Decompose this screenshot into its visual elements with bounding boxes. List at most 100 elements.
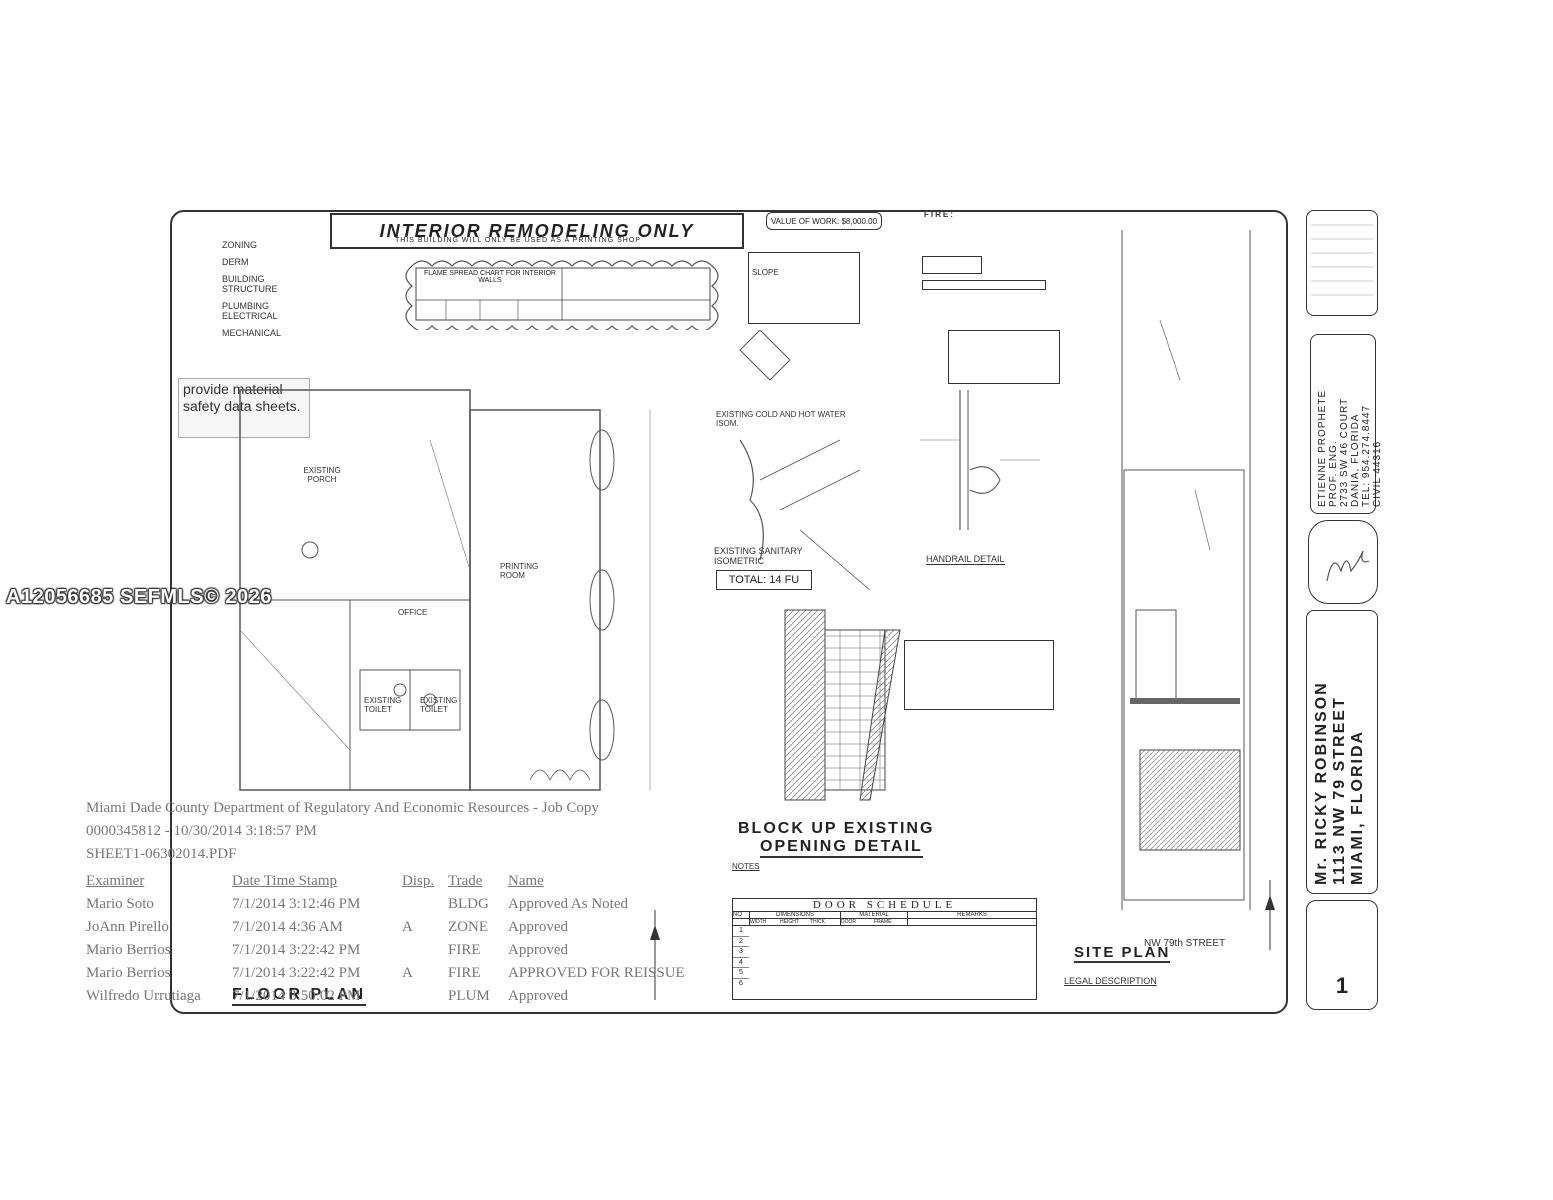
- door-row: 6: [739, 979, 743, 987]
- block-up-notes-label: NOTES: [732, 862, 760, 871]
- stamp-date: 7/1/2014 3:22:42 PM: [232, 942, 361, 958]
- door-row: 3: [733, 947, 749, 958]
- block-up-note-box: [904, 640, 1054, 710]
- owner-info: Mr. RICKY ROBINSON 1113 NW 79 STREET MIA…: [1313, 623, 1367, 885]
- door-schedule-rows: 1 2 3 4 5 6: [733, 926, 1036, 988]
- stamp-examiner: Mario Berrios: [86, 942, 171, 958]
- door-sub-thick: THICK: [810, 919, 841, 925]
- label-existing-toilet-2: EXISTING TOILET: [420, 696, 458, 714]
- code-item-structure: STRUCTURE: [222, 284, 278, 294]
- flame-spread-title: FLAME SPREAD CHART FOR INTERIOR WALLS: [424, 270, 556, 284]
- block-up-title-line1: BLOCK UP EXISTING: [738, 820, 935, 837]
- door-row: 2: [733, 937, 749, 947]
- stamp-row: Wilfredo Urrutiaga 7/1/2014 3:50:02 PM P…: [86, 985, 738, 1008]
- label-printing-room: PRINTING ROOM: [500, 562, 539, 580]
- drawing-sheet-border: [170, 210, 1288, 1014]
- door-row: 4: [733, 958, 749, 968]
- stamp-header-date: Date Time Stamp: [232, 873, 338, 889]
- code-item-structure-note: [222, 294, 372, 301]
- code-item-electrical-note: [222, 321, 372, 328]
- handrail-detail-title: HANDRAIL DETAIL: [926, 554, 1005, 565]
- door-col-material: MATERIAL: [841, 912, 908, 918]
- stamp-line-3: SHEET1-06302014.PDF: [86, 846, 237, 862]
- stamp-examiner: Mario Soto: [86, 896, 154, 912]
- door-sub-frame: FRAME: [874, 919, 908, 925]
- stamp-header-name: Name: [508, 873, 544, 889]
- stamp-date: 7/1/2014 4:36 AM: [232, 919, 343, 935]
- fire-note-box-1: [922, 256, 982, 274]
- code-item-derm-note: [222, 267, 372, 274]
- engineer-city: DANIA, FLORIDA: [1350, 413, 1361, 507]
- door-schedule-table: DOOR SCHEDULE NO DIMENSIONS MATERIAL REM…: [732, 898, 1037, 1000]
- revision-block: [1306, 210, 1378, 316]
- owner-block: Mr. RICKY ROBINSON 1113 NW 79 STREET MIA…: [1306, 610, 1378, 894]
- stamp-row: Mario Berrios 7/1/2014 3:22:42 PM FIRE A…: [86, 939, 738, 962]
- stamp-trade: ZONE: [448, 919, 488, 935]
- fire-heading: FIRE:: [924, 210, 955, 219]
- block-up-drawing: [784, 609, 901, 801]
- engineer-address: 2733 SW 46 COURT: [1339, 397, 1350, 507]
- stamp-trade: FIRE: [448, 942, 481, 958]
- stamp-status: APPROVED FOR REISSUE: [508, 965, 685, 981]
- stamp-trade: BLDG: [448, 896, 489, 912]
- signature-scribble: [1326, 550, 1370, 582]
- code-item-mechanical: MECHANICAL: [222, 328, 282, 338]
- water-isometric-label: EXISTING COLD AND HOT WATER ISOM.: [716, 410, 846, 428]
- owner-street: 1113 NW 79 STREET: [1331, 696, 1348, 885]
- flame-spread-cloud: [405, 260, 719, 330]
- stamp-date: 7/1/2014 3:12:46 PM: [232, 896, 361, 912]
- legal-description-label: LEGAL DESCRIPTION: [1064, 976, 1157, 986]
- revision-lines: [1311, 224, 1373, 296]
- door-row: 1: [733, 926, 749, 937]
- stamp-header-disp: Disp.: [402, 873, 435, 889]
- door-sub-width: WIDTH: [750, 919, 767, 925]
- door-schedule-subheader: WIDTH HEIGHT THICK DOOR FRAME: [733, 919, 1036, 926]
- slope-box-2: [948, 330, 1060, 384]
- engineer-civil: CIVIL 44316: [1372, 440, 1383, 507]
- stamp-trade: PLUM: [448, 988, 490, 1004]
- block-up-title-line2: OPENING DETAIL: [760, 838, 923, 858]
- stamp-line-2: 0000345812 - 10/30/2014 3:18:57 PM: [86, 823, 317, 839]
- stamp-status: Approved: [508, 942, 568, 958]
- stamp-examiner: JoAnn Pirello: [86, 919, 169, 935]
- engineer-tel: TEL: 954.274.8447: [1361, 404, 1372, 507]
- sanitary-isometric-label: EXISTING SANITARY ISOMETRIC: [714, 546, 803, 566]
- value-of-work-box: VALUE OF WORK: $8,000.00: [766, 212, 882, 230]
- slope-label: SLOPE: [752, 268, 779, 277]
- stamp-date: 7/1/2014 3:50:02 PM: [232, 988, 361, 1004]
- code-list: ZONING DERM BUILDING STRUCTURE PLUMBING …: [222, 232, 372, 338]
- site-plan-street: NW 79th STREET: [1144, 938, 1226, 949]
- label-office: OFFICE: [398, 608, 428, 617]
- engineer-name: ETIENNE PROPHETE: [1317, 389, 1328, 507]
- floor-plan-drawing: [239, 389, 660, 1000]
- stamp-examiner: Mario Berrios: [86, 965, 171, 981]
- stamp-approval-table: Examiner Date Time Stamp Disp. Trade Nam…: [86, 870, 738, 1008]
- title-banner-subtitle: THIS BUILDING WILL ONLY BE USED AS A PRI…: [395, 237, 641, 244]
- code-item-zoning: ZONING: [222, 240, 257, 250]
- site-plan-title: SITE PLAN: [1074, 944, 1171, 963]
- stamp-examiner: Wilfredo Urrutiaga: [86, 988, 201, 1004]
- engineer-seal-signature: [1308, 520, 1378, 604]
- stamp-row: Mario Berrios 7/1/2014 3:22:42 PM A FIRE…: [86, 962, 738, 985]
- stamp-row: Mario Soto 7/1/2014 3:12:46 PM BLDG Appr…: [86, 893, 738, 916]
- stamp-header-examiner: Examiner: [86, 873, 145, 889]
- label-existing-toilet-1: EXISTING TOILET: [364, 696, 402, 714]
- code-item-derm: DERM: [222, 257, 249, 267]
- handrail-detail-drawing: [920, 390, 1040, 530]
- code-item-building: BUILDING: [222, 274, 265, 284]
- door-sub-height: HEIGHT: [780, 919, 799, 925]
- site-plan-drawing: [1121, 230, 1275, 950]
- slope-box: [748, 252, 860, 324]
- material-safety-note: provide material safety data sheets.: [178, 378, 310, 438]
- door-schedule-caption: DOOR SCHEDULE: [733, 899, 1036, 912]
- isometric-drawings: [739, 330, 871, 590]
- stamp-row: JoAnn Pirello 7/1/2014 4:36 AM A ZONE Ap…: [86, 916, 738, 939]
- floor-plan-title: FLOOR PLAN: [232, 986, 366, 1006]
- engineer-info: ETIENNE PROPHETE PROF. ENG. 2733 SW 46 C…: [1317, 341, 1383, 507]
- door-schedule-header: NO DIMENSIONS MATERIAL REMARKS: [733, 912, 1036, 919]
- label-existing-porch: EXISTING PORCH: [303, 466, 341, 484]
- stamp-disp: A: [402, 919, 413, 935]
- door-col-remarks: REMARKS: [957, 912, 987, 918]
- engineer-block: ETIENNE PROPHETE PROF. ENG. 2733 SW 46 C…: [1310, 334, 1383, 514]
- title-banner: INTERIOR REMODELING ONLY: [330, 213, 744, 249]
